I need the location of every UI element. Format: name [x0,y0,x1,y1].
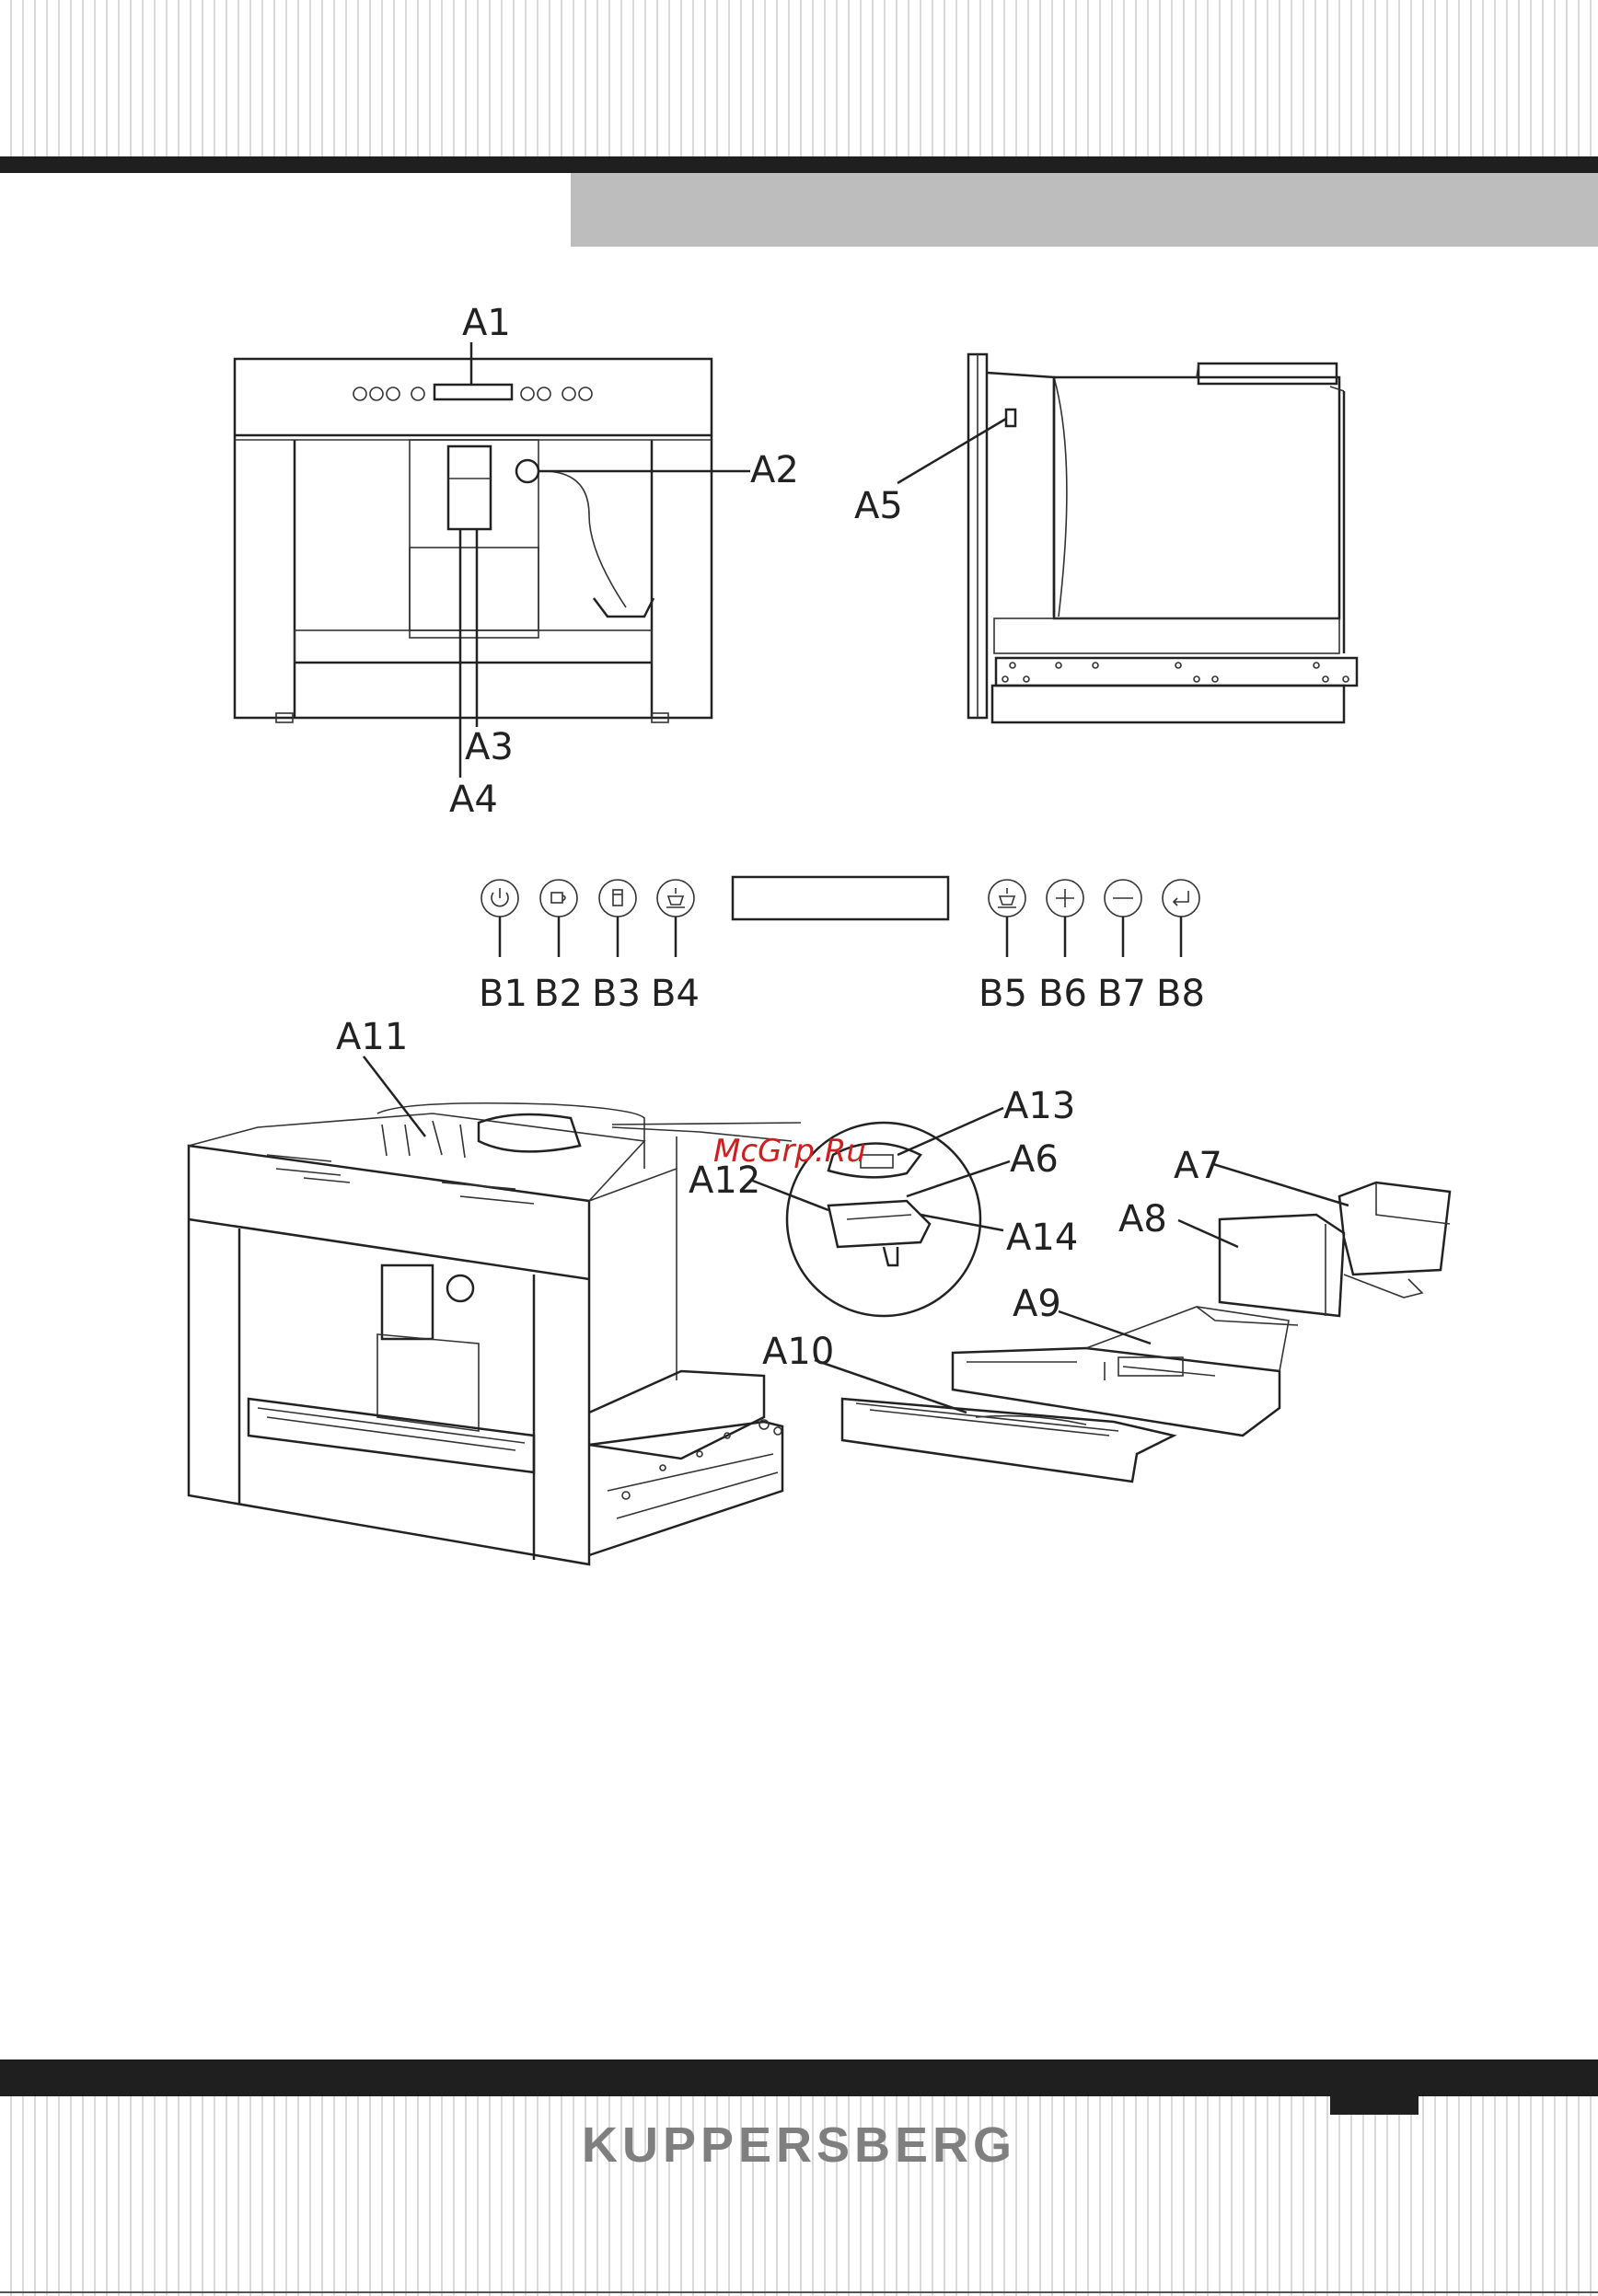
watermark-text: McGrp.Ru [713,1133,866,1170]
label-b6: B6 [1038,973,1087,1015]
container-icon [613,890,622,906]
enter-icon [1174,891,1188,906]
label-b4: B4 [651,973,700,1015]
label-a6: A6 [1010,1138,1059,1181]
button-b1 [481,880,518,957]
cup-icon [551,893,565,903]
label-a9: A9 [1013,1283,1061,1325]
button-b4 [657,880,694,957]
display-window [733,877,948,919]
label-b8: B8 [1156,973,1205,1015]
bottom-rule [0,2291,1598,2293]
label-a2: A2 [750,449,799,491]
front-view: A1 A2 A3 A4 [235,302,799,821]
button-b8 [1163,880,1199,957]
coffee-cup-icon [666,888,685,907]
label-a10: A10 [762,1331,834,1373]
button-b5 [989,880,1025,957]
label-a8: A8 [1118,1198,1167,1240]
label-b1: B1 [479,973,527,1015]
plus-icon [1056,889,1074,907]
label-b7: B7 [1097,973,1146,1015]
label-b2: B2 [534,973,583,1015]
label-a1: A1 [462,302,511,344]
control-panel: B1 B2 B3 B4 B5 B6 B7 B8 [479,877,1205,1015]
label-a5: A5 [854,485,903,527]
label-a3: A3 [465,726,514,768]
button-b7 [1105,880,1141,957]
side-view: A5 [854,354,1357,722]
label-b5: B5 [978,973,1027,1015]
button-b3 [599,880,636,957]
label-a7: A7 [1174,1145,1222,1187]
label-a13: A13 [1003,1085,1075,1127]
label-b3: B3 [592,973,641,1015]
button-b2 [540,880,577,957]
label-a4: A4 [449,779,498,821]
label-a11: A11 [336,1016,408,1058]
coffee-cup-icon [998,888,1016,907]
footer-bar [0,2059,1598,2096]
power-icon [492,888,508,906]
page-number-tab [1330,2096,1419,2115]
button-b6 [1047,880,1083,957]
label-a14: A14 [1006,1217,1078,1259]
exploded-view: A11 A13 A6 A12 A14 A7 A8 A9 A10 McGrp.Ru [189,1016,1450,1564]
brand-logo: KUPPERSBERG [0,2117,1598,2174]
